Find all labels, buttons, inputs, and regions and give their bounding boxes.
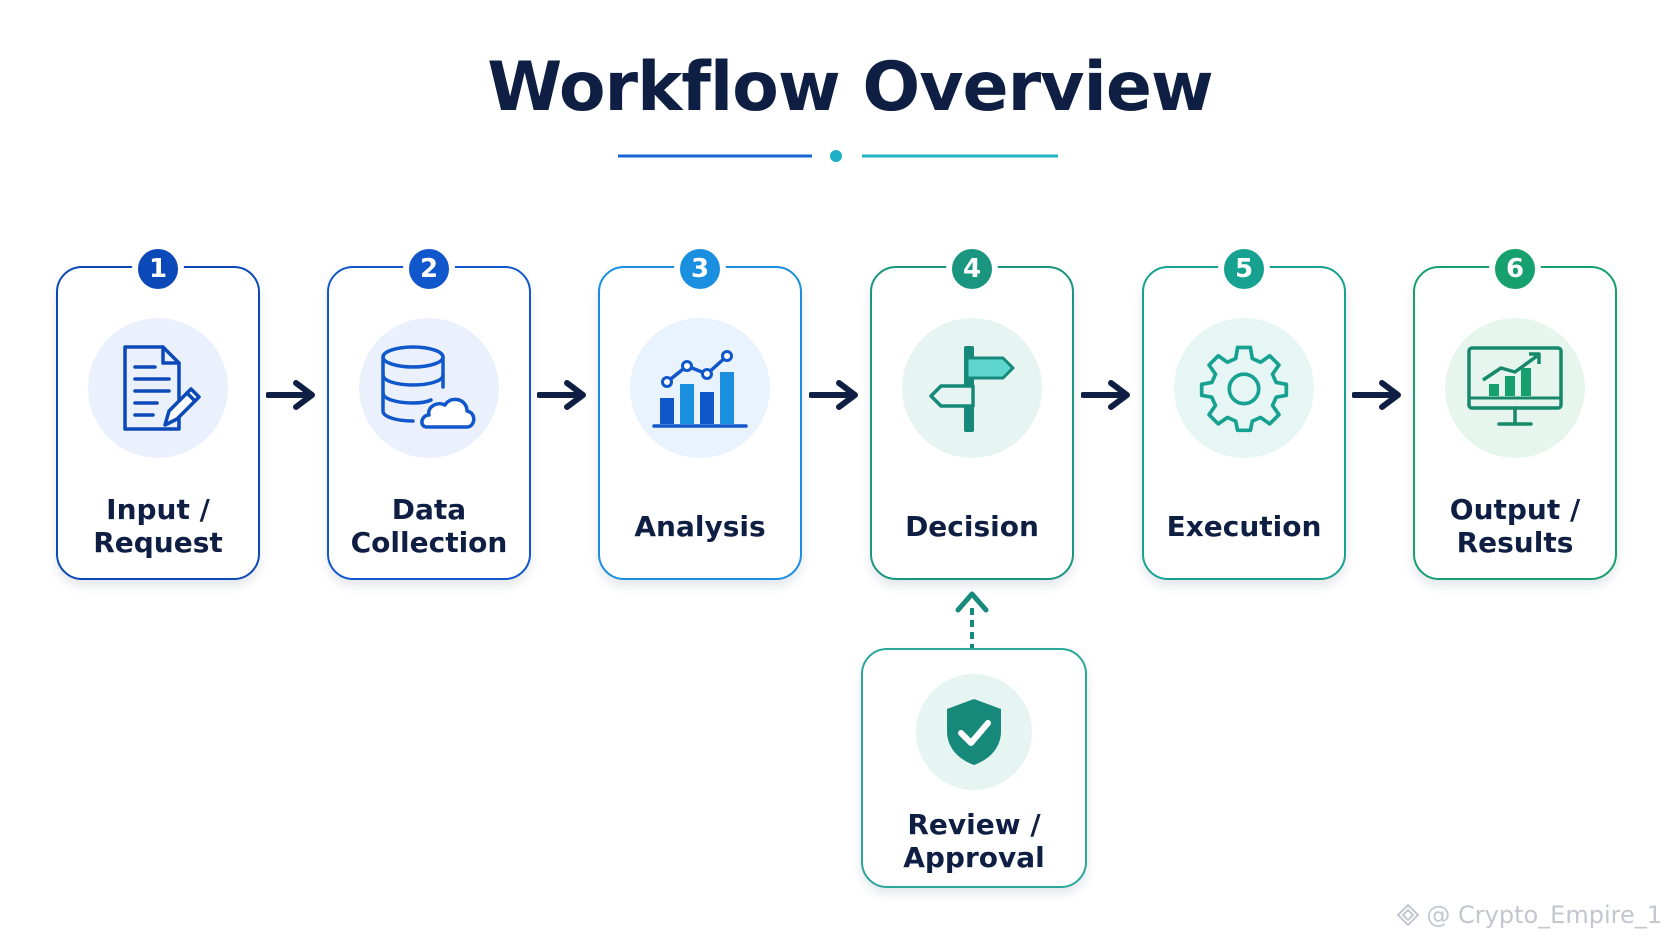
signpost-icon <box>929 346 1015 432</box>
icon-circle <box>1174 318 1314 458</box>
step-card-execution: 5 Execution <box>1142 243 1346 580</box>
step-card-output-results: 6 Output / Results <box>1413 243 1617 580</box>
diamond-logo-icon <box>1396 903 1420 927</box>
step-number-badge: 3 <box>674 243 726 295</box>
gear-icon <box>1199 345 1289 433</box>
page-title: Workflow Overview <box>487 48 1214 127</box>
watermark: @ Crypto_Empire_1 <box>1396 901 1662 929</box>
arrow-icon <box>266 380 315 410</box>
step-number-badge: 2 <box>403 243 455 295</box>
step-card-analysis: 3 Analysis <box>598 243 802 580</box>
document-pencil-icon <box>123 345 201 431</box>
monitor-chart-icon <box>1467 346 1563 426</box>
step-label: Execution <box>1166 509 1322 543</box>
step-label: Output / Results <box>1449 493 1581 559</box>
step-number-badge: 6 <box>1489 243 1541 295</box>
review-to-decision-arrow <box>955 591 989 648</box>
shield-check-icon <box>947 699 1001 765</box>
step-number-badge: 5 <box>1218 243 1270 295</box>
icon-circle <box>916 674 1032 790</box>
step-number-badge: 1 <box>132 243 184 295</box>
step-label: Analysis <box>634 509 766 543</box>
step-label: Decision <box>905 509 1039 543</box>
icon-circle <box>359 318 499 458</box>
watermark-text: @ Crypto_Empire_1 <box>1426 901 1662 929</box>
arrow-icon <box>537 380 586 410</box>
database-cloud-icon <box>381 345 476 429</box>
title-underline <box>618 150 1058 162</box>
icon-circle <box>1445 318 1585 458</box>
step-label: Data Collection <box>350 493 508 559</box>
icon-circle <box>630 318 770 458</box>
icon-circle <box>88 318 228 458</box>
step-number-badge: 4 <box>946 243 998 295</box>
icon-circle <box>902 318 1042 458</box>
step-label: Input / Request <box>93 493 223 559</box>
review-label: Review / Approval <box>903 808 1045 874</box>
arrow-icon <box>1352 380 1401 410</box>
step-card-data-collection: 2 Data Collection <box>327 243 531 580</box>
arrow-icon <box>1081 380 1130 410</box>
step-card-input-request: 1 Input / Request <box>56 243 260 580</box>
arrow-icon <box>809 380 858 410</box>
step-card-decision: 4 Decision <box>870 243 1074 580</box>
bar-chart-icon <box>652 350 748 428</box>
review-approval-card: Review / Approval <box>861 648 1087 888</box>
